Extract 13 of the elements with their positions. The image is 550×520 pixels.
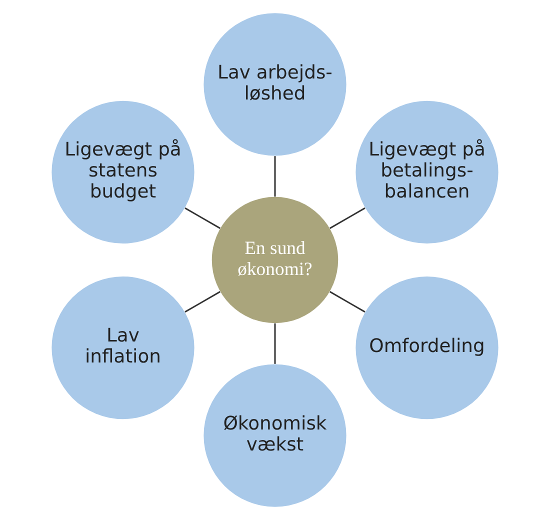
node-circle: Ligevægt på betalings- balancen	[356, 100, 498, 244]
connector	[184, 207, 220, 229]
node-circle: Ligevægt på statens budget	[52, 100, 194, 244]
connector	[274, 323, 276, 364]
node-circle: Lav inflation	[52, 276, 194, 420]
connector	[330, 207, 366, 229]
connector	[330, 291, 366, 313]
connector	[184, 291, 220, 313]
node-circle: En sund økonomi?	[212, 196, 338, 324]
connector	[274, 156, 276, 197]
node-circle: Lav arbejds- løshed	[204, 13, 346, 156]
node-circle: Omfordeling	[356, 276, 498, 420]
node-circle: Økonomisk vækst	[204, 364, 346, 507]
